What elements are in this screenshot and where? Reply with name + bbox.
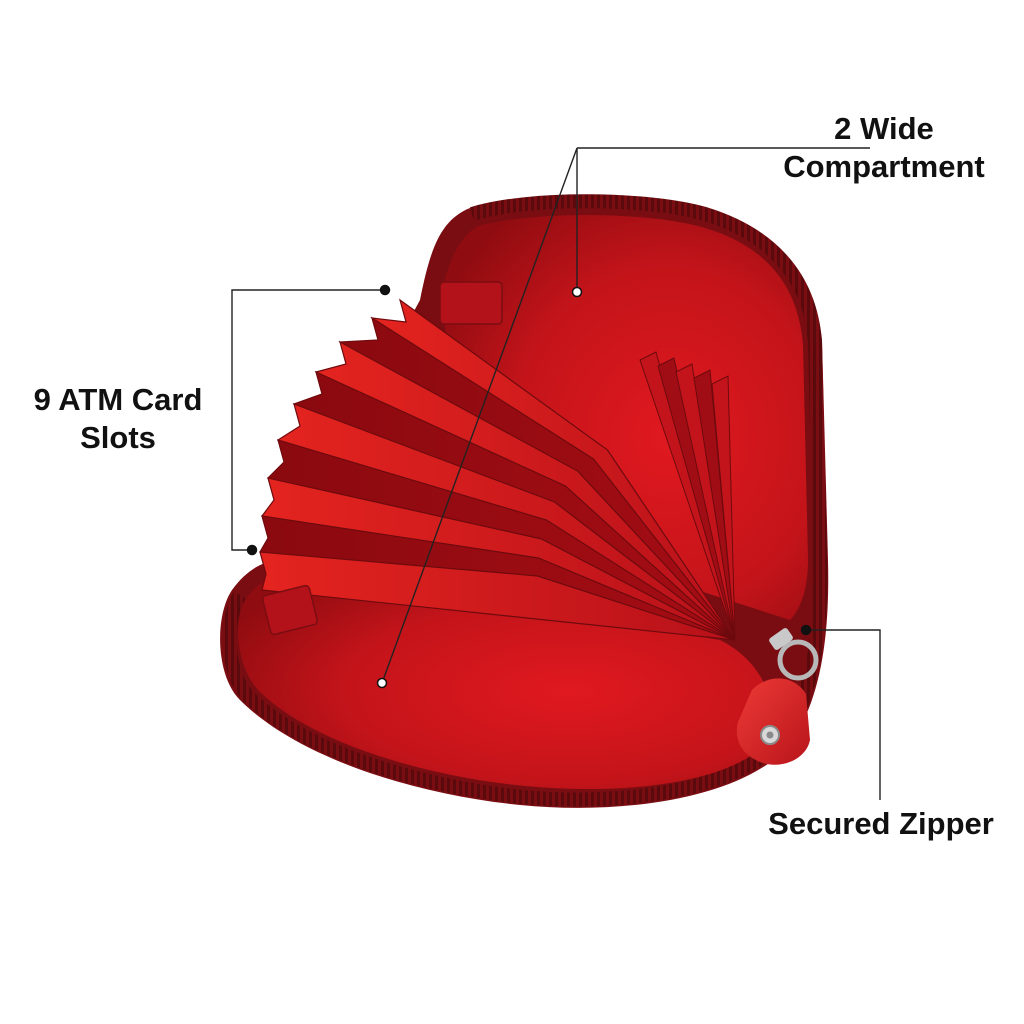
card-slot-pleats xyxy=(259,298,736,641)
compartment-leader-front xyxy=(381,147,578,684)
inner-tab-back xyxy=(439,281,503,325)
inner-tab-front xyxy=(261,584,319,636)
callout-dots xyxy=(246,284,812,689)
card-slot-pleat-side xyxy=(711,375,736,641)
zipper-callout-line1: Secured Zipper xyxy=(768,806,994,841)
front-compartment xyxy=(238,571,773,790)
callout-lines xyxy=(231,147,881,800)
card-slots-callout-line2: Slots xyxy=(80,420,156,455)
card-slot-pleat xyxy=(259,551,736,641)
zipper-leader xyxy=(806,629,881,800)
zipper-pull xyxy=(736,628,819,765)
compartment-callout-line2: Compartment xyxy=(783,149,985,184)
slots-leader xyxy=(231,289,385,551)
compartment-callout: 2 Wide Compartment xyxy=(768,110,1000,186)
card-slots-callout-line1: 9 ATM Card xyxy=(33,382,203,417)
compartment-callout-line1: 2 Wide xyxy=(834,111,934,146)
card-slots-callout: 9 ATM Card Slots xyxy=(18,381,218,457)
zipper-callout: Secured Zipper xyxy=(752,805,1010,843)
